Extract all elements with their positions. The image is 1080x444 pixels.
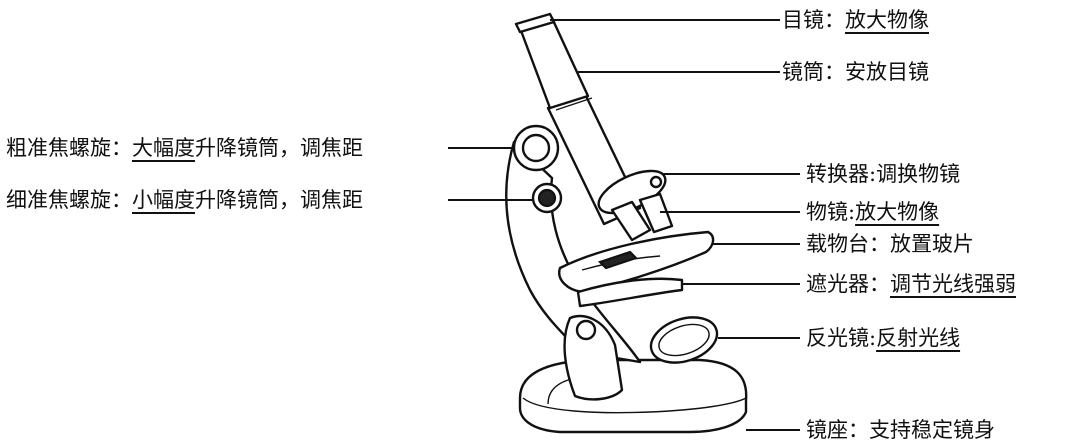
eyepiece-label: 目镜：放大物像 [782,8,929,32]
base-label: 镜座：支持稳定镜身 [806,418,995,442]
coarse-focus-label: 粗准焦螺旋：大幅度升降镜筒，调焦距 [6,136,363,160]
tube-label: 镜筒：安放目镜 [782,60,929,84]
stage-drawing [558,230,715,294]
fine-knob-drawing [531,182,563,214]
objective-label: 物镜:放大物像 [806,200,940,224]
stage-label: 载物台：放置玻片 [806,232,974,256]
nosepiece-label: 转换器:调换物镜 [806,162,961,186]
base-drawing [518,358,748,434]
fine-focus-label: 细准焦螺旋：小幅度升降镜筒，调焦距 [6,188,363,212]
coarse-knob-drawing [512,124,560,172]
mirror-drawing [649,316,719,364]
mirror-label: 反光镜:反射光线 [806,326,961,350]
nosepiece-drawing [597,169,674,242]
diaphragm-label: 遮光器：调节光线强弱 [806,272,1016,296]
diaphragm-drawing [576,277,684,308]
